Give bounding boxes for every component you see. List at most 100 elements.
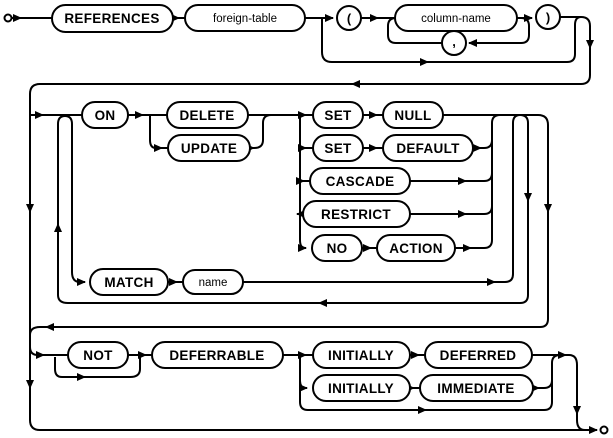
action-label: ACTION [389,241,443,256]
node-match: MATCH [89,268,169,296]
node-initially-2: INITIALLY [312,374,411,402]
update-label: UPDATE [181,141,237,156]
delete-label: DELETE [179,108,234,123]
node-set-1: SET [312,101,364,129]
node-initially-1: INITIALLY [312,341,411,369]
wire-immediate-merge-2 [539,379,553,389]
wire-null-out [443,114,552,213]
delete-shape [166,101,249,129]
wire-right-riser [551,354,561,402]
lparen-shape [336,5,362,31]
rparen-label: ) [546,10,550,25]
node-not: NOT [67,341,129,369]
wire-loop-riser-2 [57,115,66,224]
immediate-label: IMMEDIATE [437,381,514,396]
comma-label: , [452,34,456,49]
references-shape [51,4,174,33]
no-shape [311,234,363,262]
default-label: DEFAULT [396,141,460,156]
node-rparen: ) [535,4,561,30]
cascade-shape [309,167,411,195]
wire-action-dropper [298,117,307,252]
wire-paren-bypass [321,18,429,66]
wire-row1-east-down [560,16,594,49]
default-shape [382,134,474,162]
restrict-label: RESTRICT [321,207,391,222]
name-label: name [199,277,228,289]
action-shape [376,234,456,262]
column-name-label: column-name [421,13,491,25]
references-label: REFERENCES [64,11,159,26]
node-delete: DELETE [166,101,249,129]
initially-1-label: INITIALLY [328,348,394,363]
not-label: NOT [83,348,113,363]
node-lparen: ( [336,5,362,31]
wire-wrap-west-2 [29,83,352,95]
wire-def-entry [29,346,45,359]
restrict-shape [302,200,411,228]
wire-loopback-2 [57,294,319,304]
deferred-shape [424,341,533,369]
node-deferrable: DEFERRABLE [151,341,284,369]
set-1-label: SET [324,108,352,123]
wire-initially2-branch [299,357,308,392]
rparen-shape [535,4,561,30]
cascade-label: CASCADE [326,174,395,189]
connector-lines [12,14,598,434]
name-shape [182,269,244,295]
no-label: NO [327,241,348,256]
node-immediate: IMMEDIATE [419,374,534,402]
wire-update-branch [149,115,157,149]
set-1-shape [312,101,364,129]
wire-restrict-merge-2 [466,205,493,215]
initially-1-shape [312,341,411,369]
start-terminal [3,13,13,23]
wire-not-bypass-3 [85,357,141,378]
node-deferred: DEFERRED [424,341,533,369]
on-shape [81,101,129,129]
deferred-label: DEFERRED [440,348,517,363]
match-label: MATCH [104,275,153,290]
wire-loop-dropper [519,114,532,202]
initially-2-label: INITIALLY [328,381,394,396]
set-2-shape [312,134,364,162]
wire-row1-east-down-2 [580,48,591,85]
node-comma: , [441,30,467,56]
foreign-table-label: foreign-table [213,13,277,25]
update-shape [167,134,251,162]
wire-update-merge-2 [253,114,272,149]
node-column-name: column-name [394,4,518,32]
deferrable-shape [151,341,284,369]
initially-2-shape [312,374,411,402]
node-restrict: RESTRICT [302,200,411,228]
wire-comma-loop-west [387,17,442,44]
wire-match-dropper [64,115,86,286]
set-2-label: SET [324,141,352,156]
node-set-2: SET [312,134,364,162]
wire-comma-loop-east [468,17,530,47]
wire-initially-bypass-3 [426,401,553,411]
wire-collector [491,114,501,240]
wire-initially-bypass [299,380,309,411]
comma-shape [441,30,467,56]
wire-not-bypass [54,357,63,378]
node-foreign-table: foreign-table [184,4,306,32]
wire-match-riser [495,114,521,283]
wire-final-merge-2 [566,354,581,415]
foreign-table-shape [184,4,306,32]
null-label: NULL [394,108,431,123]
match-shape [89,268,169,296]
wire-final-merge-3 [576,414,586,431]
lparen-label: ( [347,11,352,26]
wire-default-merge-2 [481,139,493,149]
node-null: NULL [382,101,444,129]
wire-cascade-merge-2 [466,172,493,182]
node-default: DEFAULT [382,134,474,162]
node-name: name [182,269,244,295]
wire-group-exit-2 [29,326,46,336]
not-shape [67,341,129,369]
immediate-shape [419,374,534,402]
wire-loop-dropper-2 [519,201,529,304]
on-label: ON [95,108,116,123]
wire-left-rail-4 [29,388,41,431]
